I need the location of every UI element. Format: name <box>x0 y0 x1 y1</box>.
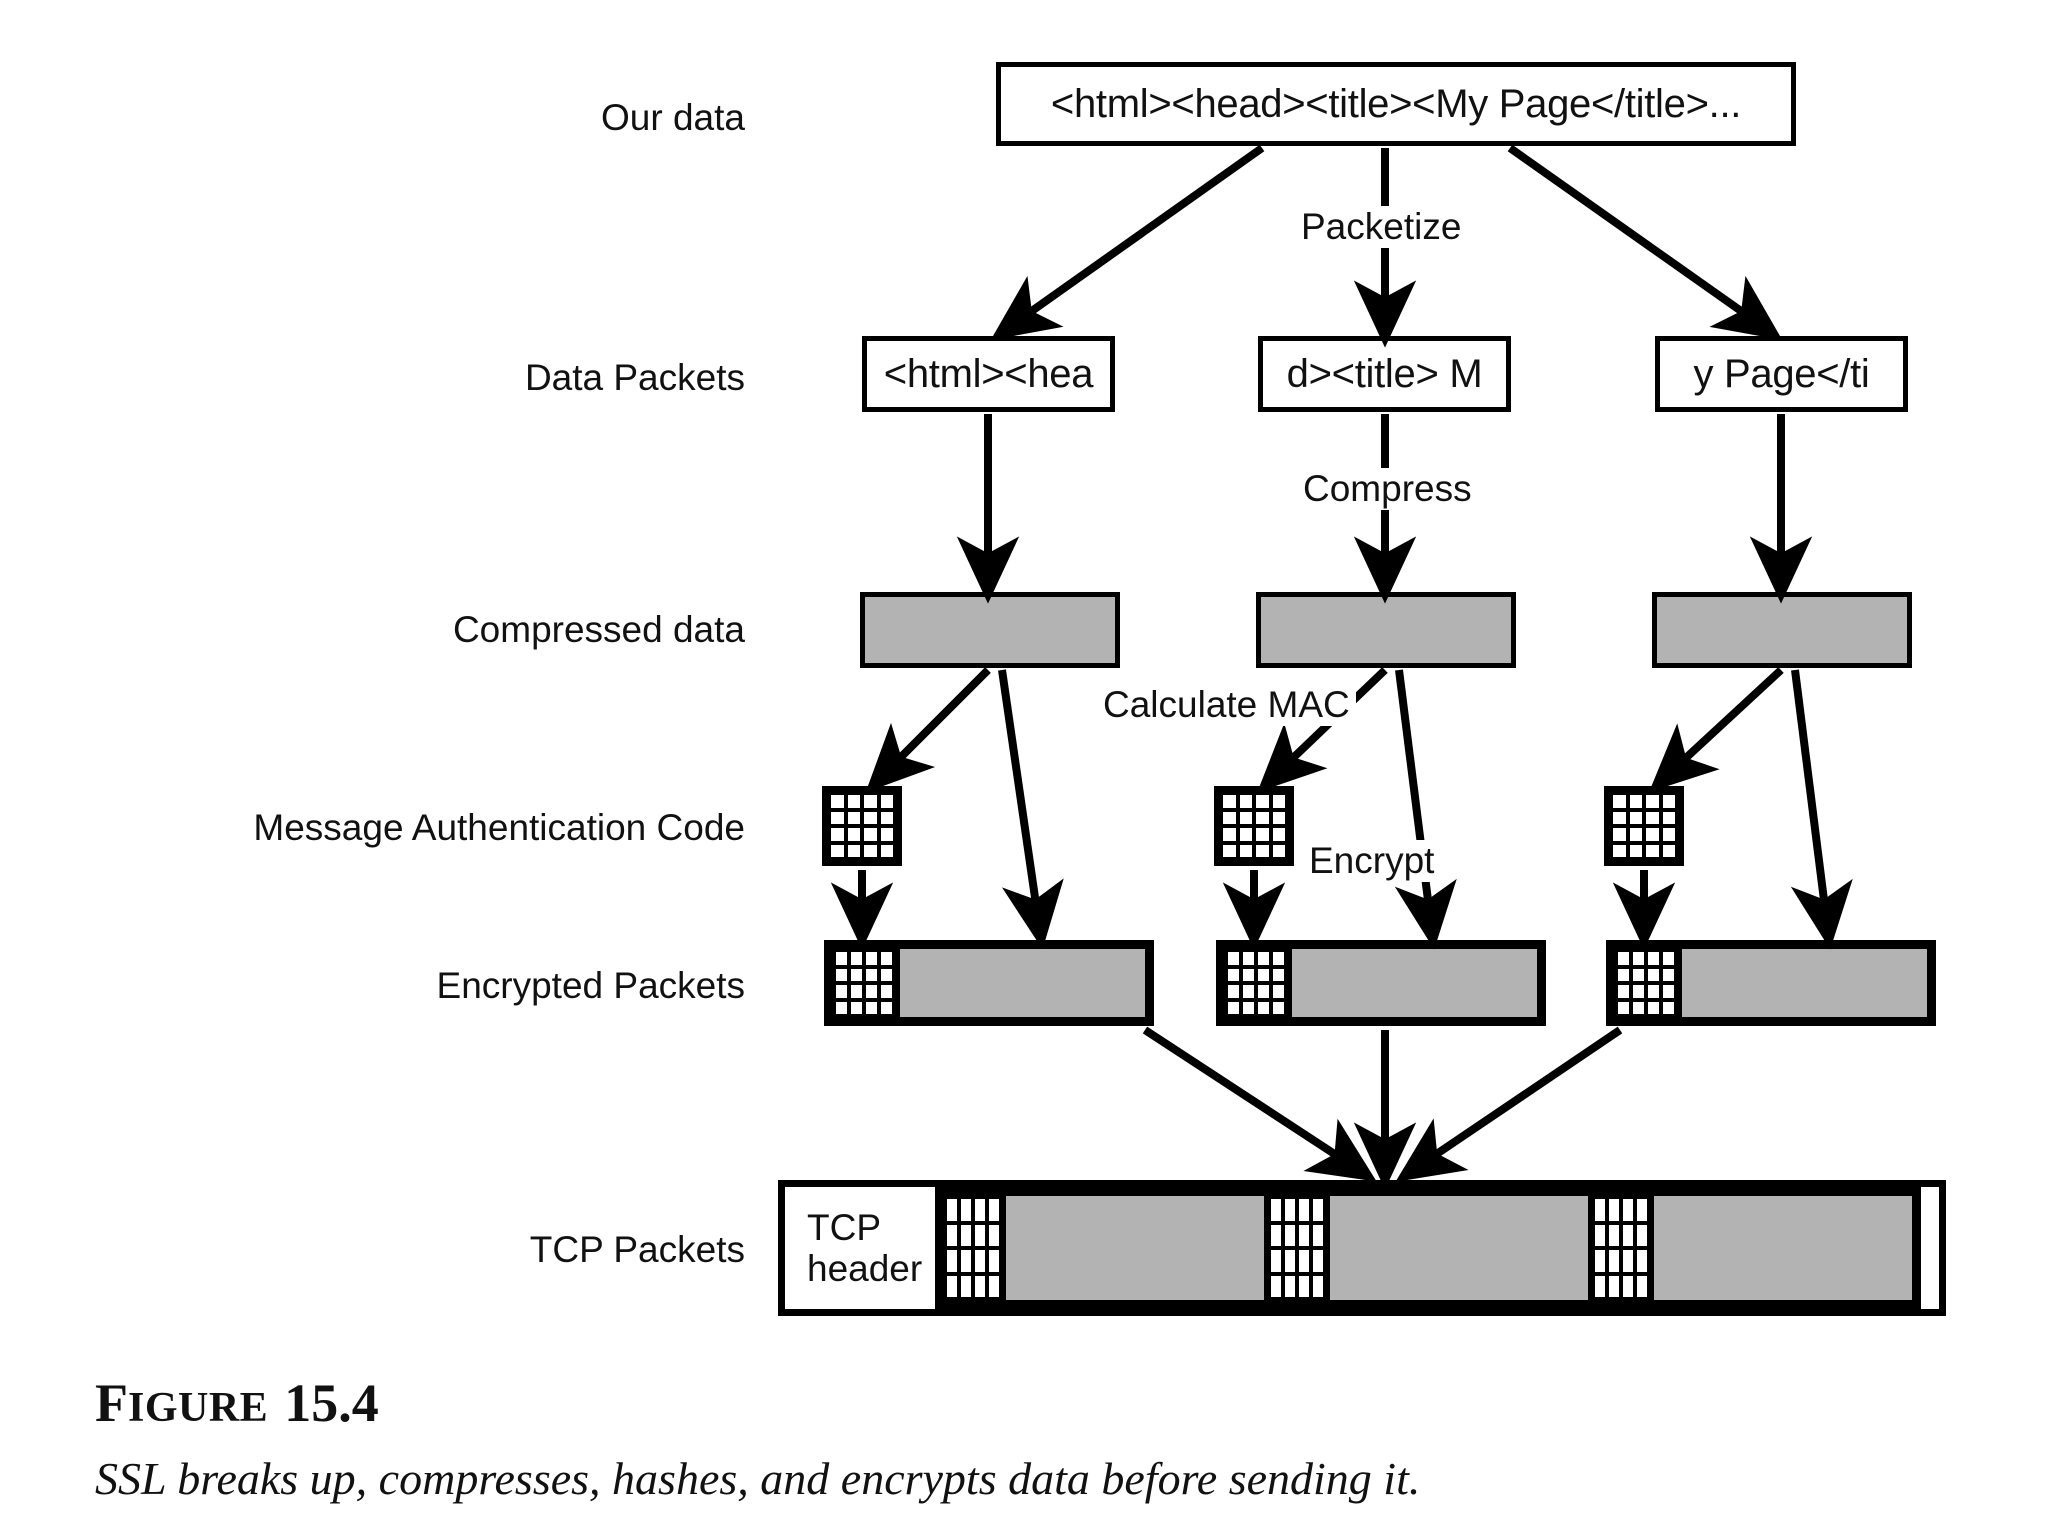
data-packet-box-2: d><title> M <box>1258 336 1511 412</box>
arrow-calcmac-1 <box>865 667 991 793</box>
tcp-segment-payload-2 <box>1330 1196 1588 1300</box>
encrypted-packet-mac-2 <box>1225 949 1287 1017</box>
mac-block-1 <box>822 786 902 866</box>
encrypted-packet-3 <box>1606 940 1936 1026</box>
figure-title-first-letter: F <box>95 1373 128 1433</box>
tcp-header-line-2: header <box>807 1248 923 1289</box>
tcp-segment-payload-1 <box>1006 1196 1264 1300</box>
arrow-calcmac-3 <box>1649 667 1784 792</box>
data-packet-box-3: y Page</ti <box>1655 336 1908 412</box>
arrow-packetize-left <box>990 144 1265 341</box>
encrypted-packet-payload-2 <box>1292 949 1537 1017</box>
process-label-encrypt: Encrypt <box>1303 840 1441 882</box>
process-label-compress: Compress <box>1297 468 1478 510</box>
process-label-calculate-mac: Calculate MAC <box>1097 684 1356 726</box>
figure-title-word: IGURE <box>128 1385 269 1431</box>
row-label-tcp-packets: TCP Packets <box>529 1229 745 1270</box>
encrypted-packet-payload-1 <box>900 949 1145 1017</box>
mac-block-3 <box>1604 786 1684 866</box>
process-label-packetize: Packetize <box>1295 206 1468 248</box>
figure-title: FIGURE 15.4 <box>95 1372 379 1434</box>
figure-number: 15.4 <box>284 1373 379 1433</box>
encrypted-packet-payload-3 <box>1682 949 1927 1017</box>
row-label-data-packets: Data Packets <box>524 357 745 398</box>
row-label-our-data: Our data <box>601 97 745 138</box>
compressed-data-box-2 <box>1256 592 1516 668</box>
tcp-segment-mac-1 <box>944 1196 1002 1300</box>
our-data-box: <html><head><title><My Page</title>... <box>996 62 1796 146</box>
tcp-packets-box: TCP header <box>778 1180 1946 1316</box>
tcp-header-line-1: TCP <box>807 1206 881 1248</box>
arrow-encrypt-payload-3 <box>1790 669 1853 950</box>
compressed-data-box-1 <box>860 592 1120 668</box>
arrow-to-tcp-right <box>1395 1026 1623 1182</box>
tcp-segment-mac-2 <box>1268 1196 1326 1300</box>
tcp-segment-mac-3 <box>1592 1196 1650 1300</box>
tcp-header-label: TCP header <box>785 1207 935 1290</box>
mac-block-2 <box>1214 786 1294 866</box>
tcp-segment-payload-3 <box>1654 1196 1912 1300</box>
figure-caption: SSL breaks up, compresses, hashes, and e… <box>95 1453 1421 1504</box>
row-label-compressed-data: Compressed data <box>452 609 745 650</box>
tcp-payload-strip <box>935 1187 1921 1309</box>
data-packet-box-1: <html><hea <box>862 336 1115 412</box>
encrypted-packet-mac-1 <box>833 949 895 1017</box>
encrypted-packet-1 <box>824 940 1154 1026</box>
arrow-packetize-right <box>1507 144 1783 341</box>
encrypted-packet-2 <box>1216 940 1546 1026</box>
encrypted-packet-mac-3 <box>1615 949 1677 1017</box>
row-label-encrypted-packets: Encrypted Packets <box>436 965 745 1006</box>
arrow-encrypt-payload-2 <box>1394 669 1457 950</box>
arrow-to-tcp-left <box>1142 1026 1377 1182</box>
arrow-encrypt-payload-1 <box>998 669 1064 950</box>
compressed-data-box-3 <box>1652 592 1912 668</box>
row-label-mac: Message Authentication Code <box>253 807 745 848</box>
